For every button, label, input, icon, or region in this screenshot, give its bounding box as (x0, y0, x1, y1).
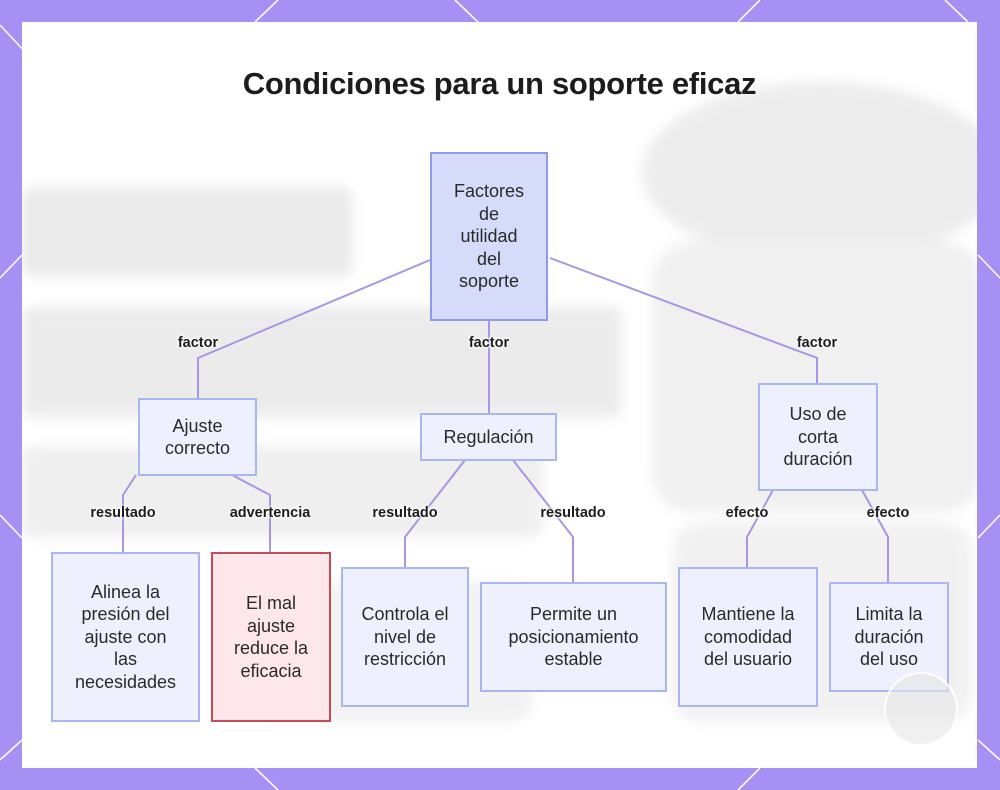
edge-root-ajuste (197, 259, 431, 398)
edge-label-efecto-2: efecto (866, 505, 910, 521)
watermark-logo (884, 672, 958, 746)
edge-uso-limita (861, 489, 889, 582)
edge-uso-mantiene (746, 489, 774, 567)
edge-root-uso (549, 257, 818, 383)
edge-label-advertencia: advertencia (229, 505, 311, 521)
edge-label-factor-left: factor (177, 335, 219, 351)
edge-label-resultado-1: resultado (90, 505, 156, 521)
node-mal-ajuste: El mal ajuste reduce la eficacia (211, 552, 331, 722)
edge-label-factor-right: factor (796, 335, 838, 351)
diagram-title: Condiciones para un soporte eficaz (242, 66, 757, 101)
edge-ajuste-mal (231, 474, 271, 552)
edge-label-resultado-3: resultado (540, 505, 606, 521)
edge-regulacion-controla (404, 459, 466, 567)
edge-ajuste-alinea (122, 474, 137, 552)
node-regulacion: Regulación (420, 413, 557, 461)
node-uso: Uso de corta duración (758, 383, 878, 491)
node-root: Factores de utilidad del soporte (430, 152, 548, 321)
edge-label-factor-mid: factor (468, 335, 510, 351)
node-ajuste: Ajuste correcto (138, 398, 257, 476)
node-alinea: Alinea la presión del ajuste con las nec… (51, 552, 200, 722)
diagram-edges (122, 257, 889, 582)
edge-label-efecto-1: efecto (725, 505, 769, 521)
edge-regulacion-permite (512, 459, 574, 582)
diagram-card: Condiciones para un soporte eficaz Facto… (22, 22, 977, 768)
node-permite: Permite un posicionamiento estable (480, 582, 667, 692)
node-mantiene: Mantiene la comodidad del usuario (678, 567, 818, 707)
edge-label-resultado-2: resultado (372, 505, 438, 521)
node-controla: Controla el nivel de restricción (341, 567, 469, 707)
